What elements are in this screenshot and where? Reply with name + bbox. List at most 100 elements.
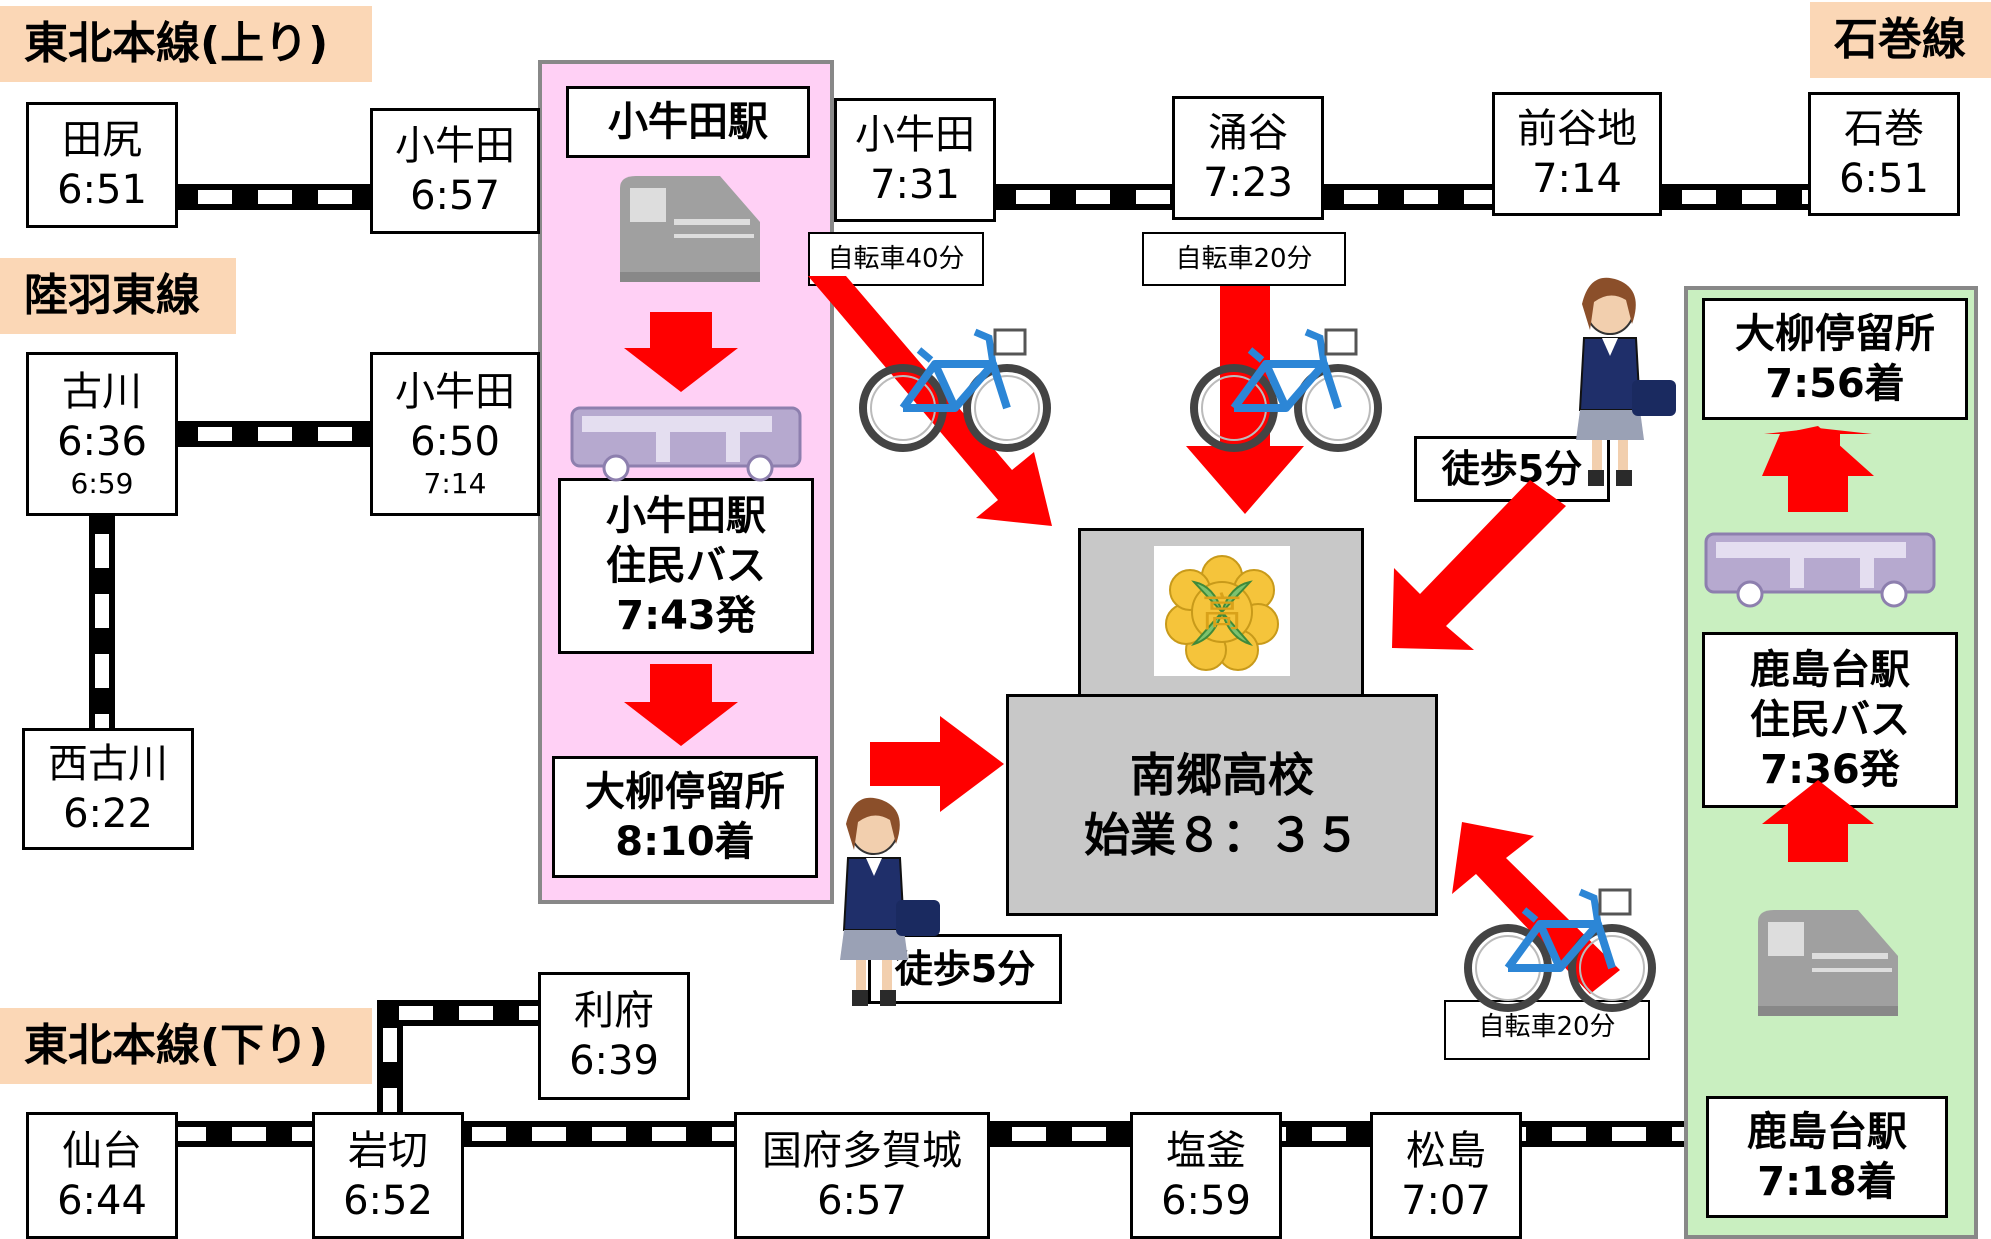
station-name: 西古川	[48, 741, 168, 787]
station-matsushima: 松島 7:07	[1370, 1112, 1522, 1239]
school-emblem: 高	[1154, 546, 1290, 676]
station-time: 6:52	[343, 1177, 433, 1224]
line-label-tohoku-down: 東北本線(下り)	[0, 1008, 372, 1084]
train-icon-kashimadai	[1758, 910, 1898, 1016]
bus-line-2: 住民バス	[606, 543, 766, 589]
arrow-bike-20-wakuya	[1186, 286, 1304, 514]
station-wakuya: 涌谷 7:23	[1172, 96, 1324, 220]
station-ishinomaki: 石巻 6:51	[1808, 92, 1960, 216]
station-iwakiri: 岩切 6:52	[312, 1112, 464, 1239]
station-name: 岩切	[348, 1127, 428, 1174]
station-time-2: 6:59	[70, 467, 134, 500]
track-rifu-branch-h	[377, 1000, 541, 1026]
kogota-station-label: 小牛田駅	[608, 99, 768, 145]
oyanagi-stop-box-right: 大柳停留所 7:56着	[1702, 298, 1968, 420]
station-name: 古川	[62, 369, 142, 415]
bus-icon-kashimadai	[1704, 532, 1936, 608]
station-line-1: 鹿島台駅	[1747, 1109, 1907, 1155]
track-ishi-2	[1322, 184, 1494, 210]
train-icon-kogota	[620, 176, 760, 282]
station-tajiri: 田尻 6:51	[26, 102, 178, 228]
bus-line-3: 7:36発	[1760, 747, 1900, 793]
stop-line-2: 8:10着	[615, 819, 755, 865]
station-sendai: 仙台 6:44	[26, 1112, 178, 1239]
station-name: 利府	[574, 988, 654, 1034]
station-nishifurukawa: 西古川 6:22	[22, 728, 194, 850]
bus-icon-kogota	[570, 406, 802, 482]
station-rifu: 利府 6:39	[538, 972, 690, 1100]
station-time: 6:57	[410, 173, 500, 219]
stop-line-1: 大柳停留所	[585, 769, 785, 815]
bus-line-1: 鹿島台駅	[1750, 647, 1910, 693]
student-icon-left	[839, 796, 941, 1007]
track-ishi-3	[1660, 184, 1810, 210]
arrow-bus-to-stop	[624, 664, 738, 746]
emblem-char: 高	[1202, 590, 1242, 636]
station-time: 6:57	[817, 1177, 907, 1224]
stop-line-2: 7:56着	[1765, 361, 1905, 407]
station-time: 6:50	[410, 419, 500, 465]
station-name: 小牛田	[395, 369, 515, 415]
line-label-ishinomaki: 石巻線	[1810, 2, 1991, 78]
station-name: 石巻	[1844, 106, 1924, 152]
arrow-station-to-bus	[1762, 780, 1874, 862]
line-label-rikuu-east: 陸羽東線	[0, 258, 236, 334]
station-time: 6:36	[57, 419, 147, 465]
station-time-2: 7:14	[423, 467, 487, 500]
station-furukawa: 古川 6:36 6:59	[26, 352, 178, 516]
kashimadai-bus-box: 鹿島台駅 住民バス 7:36発	[1702, 632, 1958, 808]
stop-line-1: 大柳停留所	[1735, 311, 1935, 357]
station-shiogama: 塩釜 6:59	[1130, 1112, 1282, 1239]
school-name: 南郷高校	[1130, 748, 1314, 802]
station-time: 6:22	[63, 791, 153, 837]
station-name: 松島	[1406, 1127, 1486, 1174]
station-name: 国府多賀城	[762, 1127, 962, 1174]
station-time: 6:44	[57, 1177, 147, 1224]
station-maeyachi: 前谷地 7:14	[1492, 92, 1662, 216]
school-emblem-icon: 高	[1165, 555, 1279, 671]
bus-line-2: 住民バス	[1750, 697, 1910, 743]
track-furukawa-nishifurukawa	[89, 512, 115, 730]
kashimadai-station-box: 鹿島台駅 7:18着	[1706, 1096, 1948, 1218]
line-label-tohoku-up: 東北本線(上り)	[0, 6, 372, 82]
arrow-stop-to-school	[870, 716, 1004, 812]
arrow-head-up-1	[1762, 426, 1874, 512]
bus-line-1: 小牛田駅	[606, 493, 766, 539]
station-time: 6:51	[57, 167, 147, 213]
station-time: 7:14	[1532, 156, 1622, 202]
kogota-station-box: 小牛田駅	[566, 86, 810, 158]
note-bike-20-wakuya: 自転車20分	[1142, 232, 1346, 286]
station-name: 仙台	[62, 1127, 142, 1174]
station-kokufutagajo: 国府多賀城 6:57	[734, 1112, 990, 1239]
station-name: 小牛田	[395, 123, 515, 169]
station-name: 田尻	[62, 117, 142, 163]
arrows	[624, 276, 1874, 994]
station-name: 涌谷	[1208, 110, 1288, 156]
kogota-bus-box: 小牛田駅 住民バス 7:43発	[558, 478, 814, 654]
station-kogota-rikuu: 小牛田 6:50 7:14	[370, 352, 540, 516]
school-building-main: 南郷高校 始業８：３５	[1006, 694, 1438, 916]
station-kogota-ishinomaki: 小牛田 7:31	[834, 98, 996, 222]
station-time: 6:59	[1161, 1177, 1251, 1224]
station-time: 7:31	[870, 162, 960, 208]
station-time: 7:07	[1401, 1177, 1491, 1224]
track-rikuu	[176, 421, 372, 447]
note-walk-right: 徒歩5分	[1414, 436, 1610, 502]
track-ishi-1	[994, 184, 1174, 210]
station-name: 小牛田	[855, 112, 975, 158]
station-kogota-up: 小牛田 6:57	[370, 108, 540, 234]
note-walk-left: 徒歩5分	[868, 934, 1062, 1004]
station-name: 前谷地	[1517, 106, 1637, 152]
station-time: 6:51	[1839, 156, 1929, 202]
arrow-bike-40	[808, 276, 1052, 526]
station-time: 7:23	[1203, 160, 1293, 206]
bus-line-3: 7:43発	[616, 593, 756, 639]
arrow-train-to-bus	[624, 312, 738, 392]
arrow-walk-right	[1392, 480, 1566, 650]
oyanagi-stop-box-left: 大柳停留所 8:10着	[552, 756, 818, 878]
station-name: 塩釜	[1166, 1127, 1246, 1174]
student-icon-right	[1575, 276, 1677, 487]
track-tohoku-up	[176, 184, 372, 210]
station-line-2: 7:18着	[1757, 1159, 1897, 1205]
